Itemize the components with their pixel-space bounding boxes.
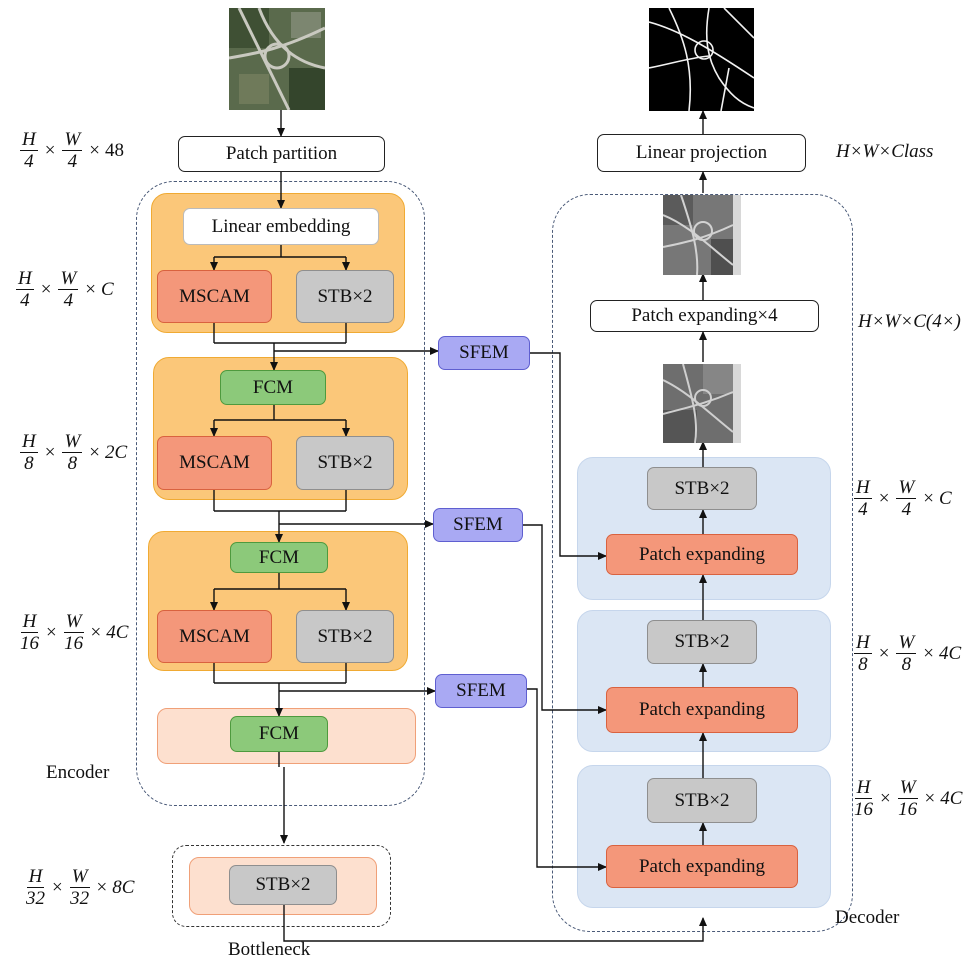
linear-embedding-box: Linear embedding <box>183 208 379 245</box>
linear-projection-box: Linear projection <box>597 134 806 172</box>
patch-expanding-block-3: Patch expanding <box>606 845 798 888</box>
stb-block-3: STB×2 <box>296 610 394 663</box>
mscam-block-2: MSCAM <box>157 436 272 490</box>
dim-label-output: H×W×Class <box>836 141 934 162</box>
decoder-stb-block-3: STB×2 <box>647 778 757 823</box>
mscam-block-3: MSCAM <box>157 610 272 663</box>
bottleneck-stb-block: STB×2 <box>229 865 337 905</box>
aerial-image-icon <box>229 8 325 110</box>
decoder-label: Decoder <box>835 907 900 928</box>
patch-expanding-block-1: Patch expanding <box>606 534 798 575</box>
bottleneck-label: Bottleneck <box>228 939 311 960</box>
fcm-block-2: FCM <box>230 542 328 573</box>
patch-partition-box: Patch partition <box>178 136 385 172</box>
stb-block-1: STB×2 <box>296 270 394 323</box>
fcm-block-3: FCM <box>230 716 328 752</box>
decoder-stb-block-2: STB×2 <box>647 620 757 664</box>
bottleneck-region <box>172 845 391 927</box>
sfem-block-3: SFEM <box>435 674 527 708</box>
stb-block-2: STB×2 <box>296 436 394 490</box>
encoder-label: Encoder <box>46 762 110 783</box>
feature-map-icon <box>663 364 741 443</box>
patch-expanding-x4-box: Patch expanding×4 <box>590 300 819 332</box>
dim-label-patch-expanding-x4: H×W×C(4×) <box>858 311 961 332</box>
sfem-block-1: SFEM <box>438 336 530 370</box>
mscam-block-1: MSCAM <box>157 270 272 323</box>
sfem-block-2: SFEM <box>433 508 523 542</box>
fcm-block-1: FCM <box>220 370 326 405</box>
decoder-stb-block-1: STB×2 <box>647 467 757 510</box>
feature-map-icon <box>663 195 741 275</box>
patch-expanding-block-2: Patch expanding <box>606 687 798 733</box>
road-mask-icon <box>649 8 754 111</box>
